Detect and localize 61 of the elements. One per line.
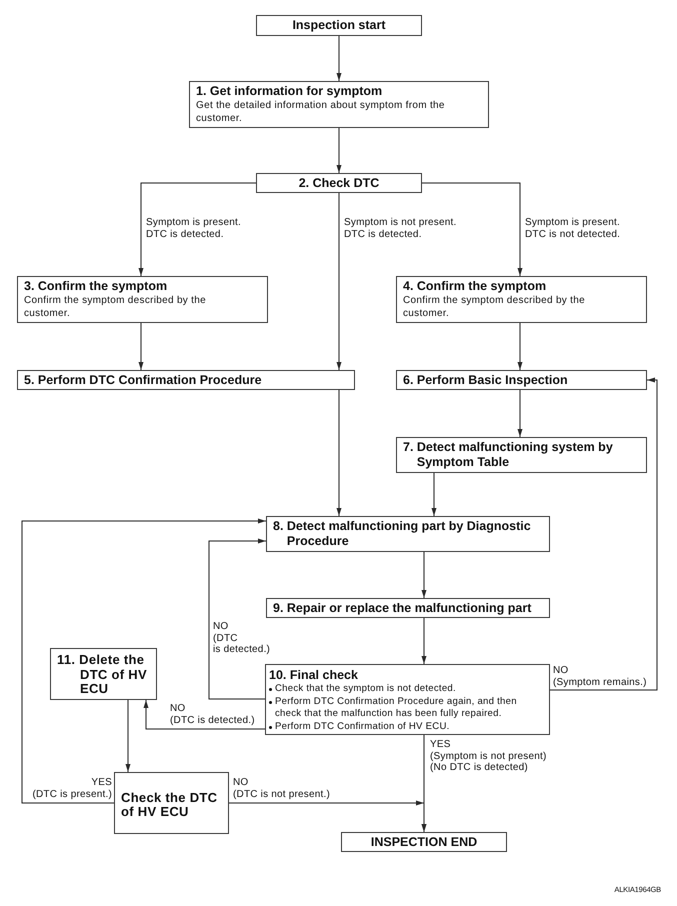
- edge-label: NO (Symptom remains.): [553, 665, 647, 688]
- step-title: 3. Confirm the symptom: [24, 279, 168, 294]
- step-box: [396, 370, 647, 390]
- box-title: INSPECTION END: [370, 834, 478, 850]
- flow-arrow: [422, 734, 426, 832]
- flow-arrow: [422, 618, 426, 664]
- step-description: Get the detailed information about symptom from the customer.: [196, 99, 446, 125]
- flow-arrow: [518, 322, 522, 370]
- step-box: [265, 664, 550, 735]
- flow-arrow: [138, 182, 256, 276]
- flow-arrow: [518, 390, 522, 438]
- edge-label: Symptom is present. DTC is not detected.: [525, 217, 620, 240]
- step-title: 11. Delete the DTC of HV ECU: [57, 653, 148, 696]
- step-box: [396, 276, 647, 323]
- step-box: [256, 173, 422, 193]
- step-title: 1. Get information for symptom: [196, 84, 384, 99]
- step-box: [17, 276, 268, 323]
- step-title: 5. Perform DTC Confirmation Procedure: [24, 372, 263, 388]
- step-box: [266, 516, 550, 552]
- step-title: 9. Repair or replace the malfunctioning part: [273, 600, 532, 616]
- start-box: [256, 15, 422, 36]
- edge-label: NO (DTC is detected.): [170, 703, 255, 726]
- flow-arrow: [432, 472, 436, 516]
- checklist-item: Perform DTC Confirmation of HV ECU.: [275, 720, 450, 733]
- checklist-item: Check that the symptom is not detected.: [275, 683, 456, 696]
- step-title: 10. Final check: [269, 668, 359, 683]
- edge-label: NO (DTC is detected.): [213, 621, 270, 656]
- edge-label: NO (DTC is not present.): [233, 777, 330, 800]
- step-box: [114, 772, 229, 834]
- flow-arrow: [336, 36, 342, 82]
- step-box: [189, 81, 489, 128]
- step-box: [50, 648, 157, 700]
- edge-label: YES (Symptom is not present) (No DTC is detected): [430, 739, 547, 774]
- step-box: [17, 370, 355, 390]
- checklist-item: Perform DTC Confirmation Procedure again, and then check that the malfunction has been fully repaired.: [275, 696, 518, 720]
- flow-arrow: [422, 182, 522, 276]
- step-title: 7. Detect malfunctioning system by Symptom Table: [403, 440, 614, 470]
- flow-arrow: [550, 378, 658, 690]
- flow-arrow: [208, 538, 266, 700]
- flow-arrow: [144, 700, 266, 730]
- flow-arrow: [422, 552, 426, 598]
- step-title: 8. Detect malfunctioning part by Diagnostic Procedure: [273, 519, 532, 549]
- box-title: 2. Check DTC: [298, 176, 380, 190]
- step-title: Check the DTC of HV ECU: [121, 790, 218, 820]
- edge-label: Symptom is not present. DTC is detected.: [344, 217, 456, 240]
- flow-arrow: [138, 322, 144, 370]
- step-title: 6. Perform Basic Inspection: [403, 372, 569, 388]
- step-box: [266, 598, 550, 618]
- flow-arrow: [22, 518, 266, 804]
- edge-label: YES (DTC is present.): [32, 777, 112, 800]
- flow-arrow: [126, 700, 130, 772]
- box-title: Inspection start: [292, 18, 386, 33]
- flow-arrow: [336, 390, 342, 516]
- flow-arrow: [336, 192, 342, 370]
- step-box: [396, 437, 647, 473]
- step-description: Confirm the symptom described by the customer.: [24, 294, 207, 320]
- end-box: [341, 832, 507, 852]
- step-description: Confirm the symptom described by the customer.: [403, 294, 586, 320]
- step-title: 4. Confirm the symptom: [403, 279, 548, 294]
- flow-arrow: [336, 128, 342, 174]
- edge-label: Symptom is present. DTC is detected.: [146, 217, 241, 240]
